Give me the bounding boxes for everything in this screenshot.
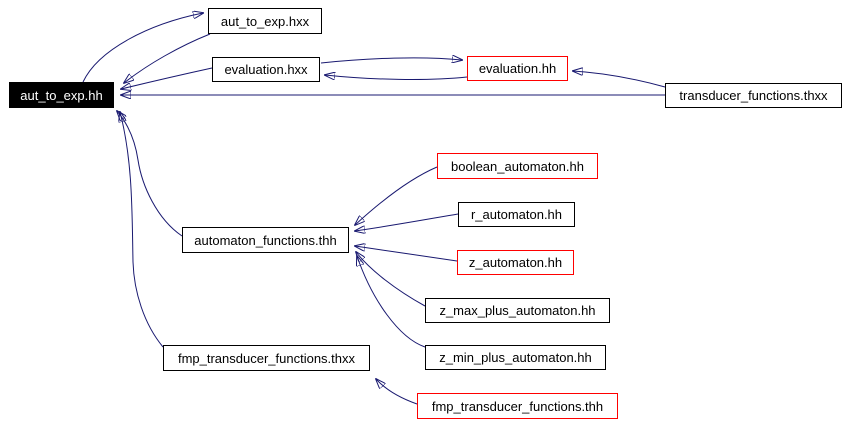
edge-evaluation_hh-to-evaluation_hxx xyxy=(325,75,468,79)
node-transducer_functions-thxx[interactable]: transducer_functions.thxx xyxy=(665,83,842,108)
node-label: aut_to_exp.hxx xyxy=(220,13,310,29)
node-label: fmp_transducer_functions.thxx xyxy=(177,350,356,366)
edge-z_automaton_hh-to-automaton_functions_thh xyxy=(355,246,458,262)
node-z_min_plus_automaton-hh[interactable]: z_min_plus_automaton.hh xyxy=(425,345,606,370)
edge-aut_to_exp_hh-to-aut_to_exp_hxx xyxy=(82,13,203,83)
node-label: aut_to_exp.hh xyxy=(20,87,103,103)
node-aut_to_exp-hxx[interactable]: aut_to_exp.hxx xyxy=(208,8,322,34)
node-label: z_min_plus_automaton.hh xyxy=(439,350,592,365)
node-label: z_automaton.hh xyxy=(468,255,563,270)
node-label: z_max_plus_automaton.hh xyxy=(439,303,596,318)
node-fmp_transducer_functions-thh[interactable]: fmp_transducer_functions.thh xyxy=(417,393,618,419)
node-label: fmp_transducer_functions.thh xyxy=(431,398,604,414)
edge-evaluation_hxx-to-evaluation_hh xyxy=(320,58,462,63)
edge-automaton_functions_thh-to-aut_to_exp_hh xyxy=(117,111,183,237)
node-label: boolean_automaton.hh xyxy=(450,158,584,174)
node-automaton_functions-thh[interactable]: automaton_functions.thh xyxy=(182,227,349,253)
node-label: transducer_functions.thxx xyxy=(679,88,828,103)
node-evaluation-hh[interactable]: evaluation.hh xyxy=(467,56,568,81)
node-label: automaton_functions.thh xyxy=(194,232,337,248)
node-aut_to_exp-hh: aut_to_exp.hh xyxy=(9,82,114,108)
edge-r_automaton_hh-to-automaton_functions_thh xyxy=(355,213,459,231)
node-fmp_transducer_functions-thxx[interactable]: fmp_transducer_functions.thxx xyxy=(163,345,370,371)
edge-fmp_transducer_functions_thxx-to-aut_to_exp_hh xyxy=(120,112,164,348)
node-r_automaton-hh[interactable]: r_automaton.hh xyxy=(458,202,575,227)
node-z_automaton-hh[interactable]: z_automaton.hh xyxy=(457,250,574,275)
edge-fmp_transducer_functions_thh-to-fmp_transducer_functions_thxx xyxy=(376,379,418,405)
node-z_max_plus_automaton-hh[interactable]: z_max_plus_automaton.hh xyxy=(425,298,610,323)
node-label: evaluation.hxx xyxy=(224,62,308,77)
node-label: r_automaton.hh xyxy=(470,207,563,222)
edge-z_min_plus_automaton_hh-to-automaton_functions_thh xyxy=(357,256,426,348)
edge-evaluation_hxx-to-aut_to_exp_hh xyxy=(121,67,213,89)
edge-boolean_automaton_hh-to-automaton_functions_thh xyxy=(355,166,438,225)
node-label: evaluation.hh xyxy=(478,61,557,76)
node-evaluation-hxx[interactable]: evaluation.hxx xyxy=(212,57,320,82)
edge-transducer_functions_thxx-to-evaluation_hh xyxy=(573,71,666,88)
node-boolean_automaton-hh[interactable]: boolean_automaton.hh xyxy=(437,153,598,179)
edge-aut_to_exp_hxx-to-aut_to_exp_hh xyxy=(124,33,211,83)
